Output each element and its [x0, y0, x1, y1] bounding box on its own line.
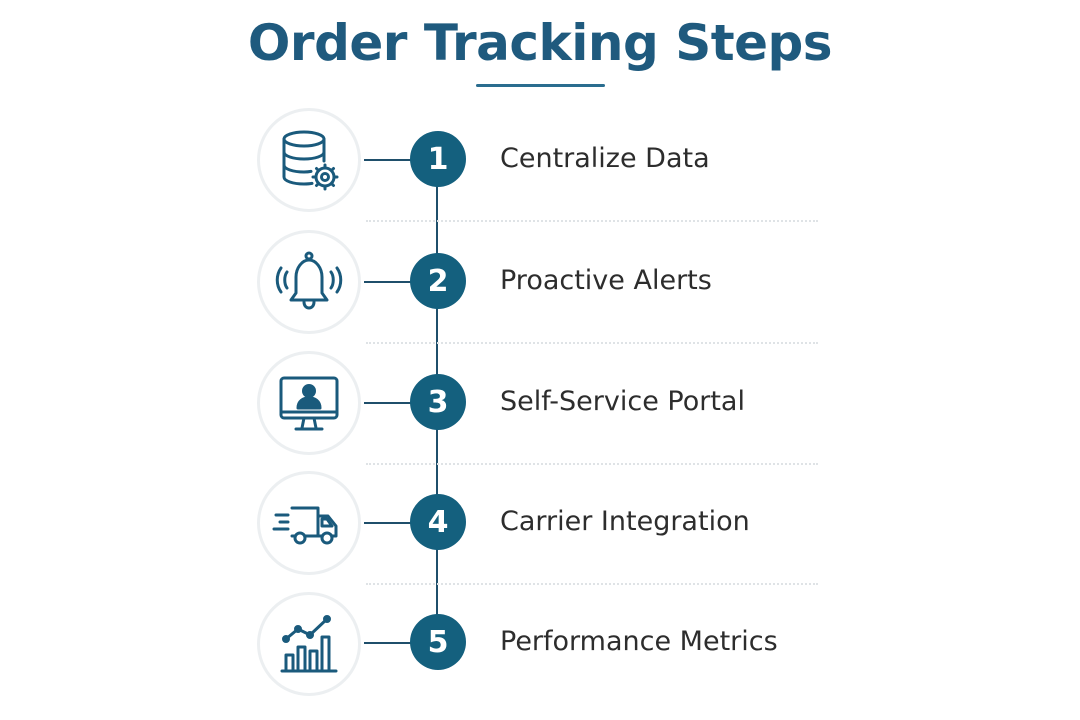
step-connector: [364, 522, 414, 524]
step-label: Self-Service Portal: [500, 386, 745, 417]
title-underline: [476, 84, 605, 87]
step-number-badge: 2: [410, 253, 466, 309]
bar-chart-trend-icon: [257, 592, 361, 696]
page-title: Order Tracking Steps: [247, 14, 833, 72]
step-number-badge: 5: [410, 614, 466, 670]
bell-alert-icon: [257, 230, 361, 334]
step-connector: [364, 642, 414, 644]
step-number-badge: 1: [410, 131, 466, 187]
step-connector: [364, 402, 414, 404]
step-label: Performance Metrics: [500, 626, 778, 657]
step-connector: [364, 159, 414, 161]
step-number-badge: 3: [410, 374, 466, 430]
step-divider: [366, 220, 818, 222]
step-label: Centralize Data: [500, 143, 710, 174]
step-divider: [366, 342, 818, 344]
database-gear-icon: [257, 108, 361, 212]
step-connector: [364, 281, 414, 283]
step-number-badge: 4: [410, 494, 466, 550]
step-label: Proactive Alerts: [500, 265, 712, 296]
delivery-truck-icon: [257, 471, 361, 575]
step-divider: [366, 583, 818, 585]
step-label: Carrier Integration: [500, 506, 750, 537]
monitor-user-icon: [257, 351, 361, 455]
step-divider: [366, 463, 818, 465]
